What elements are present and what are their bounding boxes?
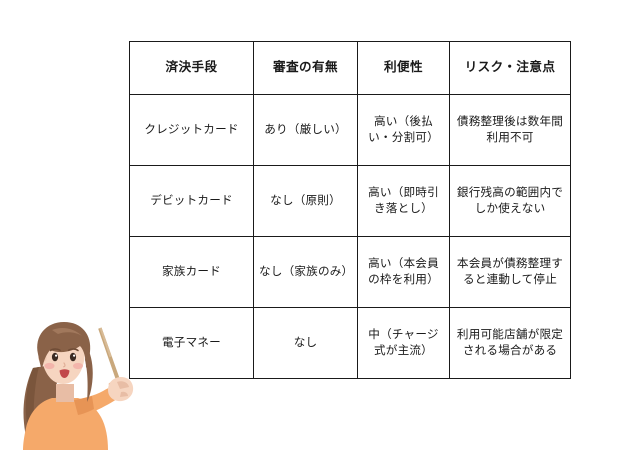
hair-front <box>37 322 91 370</box>
table-row: 家族カード なし（家族のみ） 高い（本会員の枠を利用） 本会員が債務整理すると連… <box>129 236 571 308</box>
face <box>41 327 85 384</box>
hair-back <box>23 364 67 450</box>
payment-methods-comparison-table: 済決手段 審査の有無 利便性 リスク・注意点 クレジットカード あり（厳しい） … <box>129 41 571 379</box>
cell-screening: なし（原則） <box>253 165 358 237</box>
hand <box>108 377 134 402</box>
sweater-arm-shade <box>74 396 94 415</box>
cell-convenience: 高い（本会員の枠を利用） <box>357 236 450 308</box>
cell-convenience: 中（チャージ式が主流） <box>357 307 450 379</box>
cell-screening: なし（家族のみ） <box>253 236 358 308</box>
ear <box>38 353 47 363</box>
cell-convenience: 高い（後払い・分割可） <box>357 94 450 166</box>
table-header-row: 済決手段 審査の有無 利便性 リスク・注意点 <box>129 41 571 95</box>
eye-right <box>69 352 77 362</box>
pointer-stick-icon <box>98 327 123 388</box>
cell-risk: 本会員が債務整理すると連動して停止 <box>449 236 571 308</box>
cell-method: 家族カード <box>129 236 254 308</box>
column-header-convenience: 利便性 <box>357 41 450 95</box>
cell-method: 電子マネー <box>129 307 254 379</box>
eye-left <box>51 352 59 362</box>
hair-side-strand <box>85 346 93 402</box>
cell-convenience: 高い（即時引き落とし） <box>357 165 450 237</box>
brow-right <box>67 348 79 352</box>
table-row: 電子マネー なし 中（チャージ式が主流） 利用可能店舗が限定される場合がある <box>129 307 571 379</box>
column-header-method: 済決手段 <box>129 41 254 95</box>
sleeve-cuff <box>108 379 126 398</box>
neck <box>56 384 74 402</box>
column-header-risk: リスク・注意点 <box>449 41 571 95</box>
hair-highlight <box>52 328 82 336</box>
brow-left <box>49 348 61 352</box>
sweater-body <box>23 398 108 450</box>
cell-screening: あり（厳しい） <box>253 94 358 166</box>
comparison-table-container: 済決手段 審査の有無 利便性 リスク・注意点 クレジットカード あり（厳しい） … <box>129 41 571 379</box>
table-row: クレジットカード あり（厳しい） 高い（後払い・分割可） 債務整理後は数年間利用… <box>129 94 571 166</box>
table-row: デビットカード なし（原則） 高い（即時引き落とし） 銀行残高の範囲内でしか使え… <box>129 165 571 237</box>
cheek-left <box>44 362 55 370</box>
cell-risk: 銀行残高の範囲内でしか使えない <box>449 165 571 237</box>
cell-method: クレジットカード <box>129 94 254 166</box>
nose <box>63 362 66 368</box>
column-header-screening: 審査の有無 <box>253 41 358 95</box>
hair-back-shade <box>25 367 41 450</box>
cell-risk: 債務整理後は数年間利用不可 <box>449 94 571 166</box>
cell-method: デビットカード <box>129 165 254 237</box>
cheek-right <box>73 362 83 370</box>
sweater-arm-raised <box>74 382 124 416</box>
cell-risk: 利用可能店舗が限定される場合がある <box>449 307 571 379</box>
cell-screening: なし <box>253 307 358 379</box>
mouth <box>59 369 70 378</box>
